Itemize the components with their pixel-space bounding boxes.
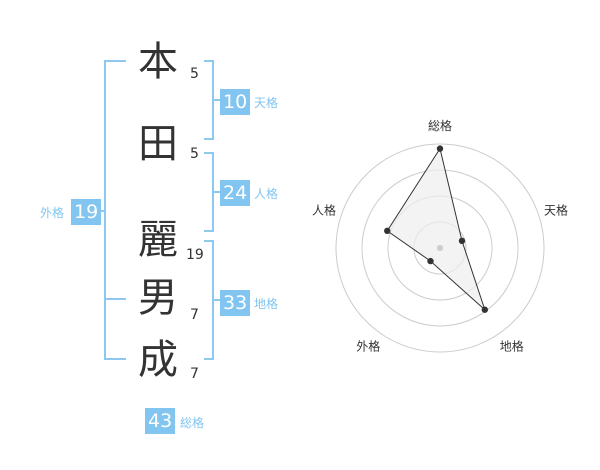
stroke-count-3: 19 [186, 247, 204, 263]
radar-axis-label-4: 外格 [356, 339, 380, 354]
soukaku-label: 総格 [180, 416, 205, 430]
name-char-3: 麗 [138, 217, 178, 263]
soukaku-value-badge: 43 [145, 408, 176, 434]
name-char-1: 本 [138, 39, 178, 85]
gaikaku-value-badge: 19 [71, 199, 102, 225]
gaikaku-label: 外格 [40, 206, 65, 220]
radar-point-1 [436, 145, 444, 152]
radar-axis-label-5: 人格 [312, 202, 336, 217]
radar-axis-label-3: 地格 [500, 339, 524, 354]
gaikaku-inner-tick [104, 298, 126, 300]
name-char-4: 男 [138, 275, 178, 321]
stroke-count-5: 7 [190, 366, 199, 382]
chikaku-tick [212, 299, 220, 301]
radar-axis-label-2: 天格 [544, 202, 568, 217]
radar-ring-4 [335, 143, 545, 353]
tenkaku-tick [212, 99, 220, 101]
radar-center-dot [437, 245, 443, 251]
jinkaku-tick [212, 191, 220, 193]
chikaku-value-badge: 33 [220, 290, 251, 316]
tenkaku-label: 天格 [254, 96, 279, 110]
stroke-count-1: 5 [190, 66, 199, 82]
tenkaku-value-badge: 10 [220, 89, 251, 115]
chikaku-label: 地格 [254, 297, 279, 311]
stroke-count-4: 7 [190, 307, 199, 323]
radar-point-4 [427, 257, 434, 265]
radar-polygon [386, 147, 486, 312]
jinkaku-label: 人格 [254, 187, 279, 201]
stroke-count-2: 5 [190, 146, 199, 162]
radar-axis-label-1: 総格 [428, 118, 452, 133]
radar-point-3 [481, 306, 489, 313]
name-char-5: 成 [138, 337, 178, 383]
jinkaku-value-badge: 24 [220, 180, 251, 206]
gaikaku-tick [98, 210, 106, 212]
radar-point-5 [384, 227, 391, 235]
radar-point-2 [458, 237, 466, 245]
name-char-2: 田 [138, 121, 178, 167]
